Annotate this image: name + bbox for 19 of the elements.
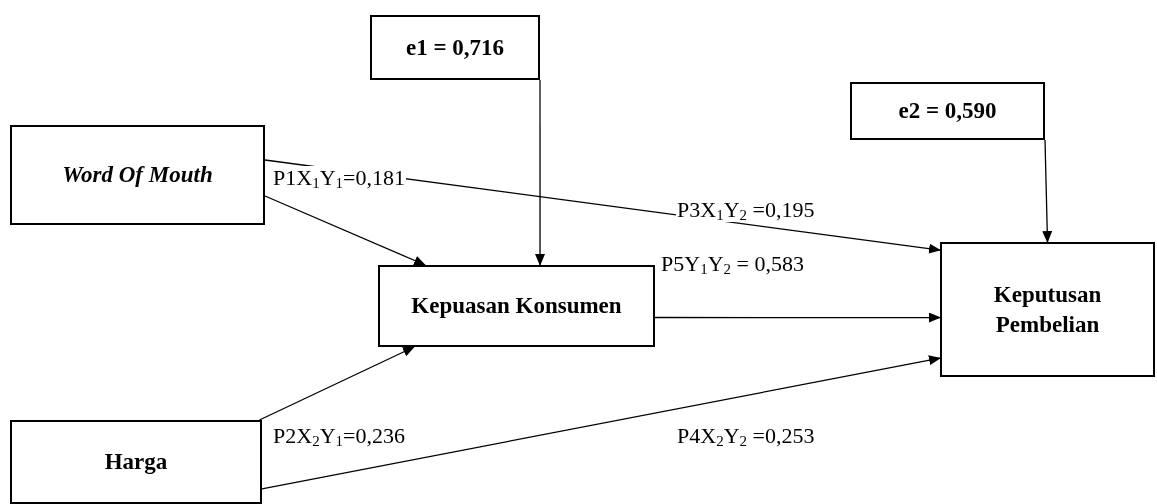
value-box — [370, 15, 540, 80]
variable-box — [10, 420, 262, 504]
node-label: Kepuasan Konsumen — [411, 292, 622, 321]
node-label: e2 = 0,590 — [898, 97, 997, 126]
variable-box — [940, 242, 1155, 377]
value-box — [850, 82, 1045, 140]
arrow — [264, 195, 426, 266]
arrow — [261, 355, 941, 490]
node-label: Word Of Mouth — [62, 161, 213, 190]
node-label: e1 = 0,716 — [405, 33, 505, 62]
variable-box — [378, 265, 655, 347]
arrow — [535, 79, 546, 266]
arrow — [1042, 139, 1053, 243]
arrow — [654, 312, 941, 323]
arrow — [258, 346, 415, 421]
edge-label: P1X$_{1}$Y$_{1}$=0,181 — [272, 166, 406, 191]
variable-box — [10, 125, 265, 225]
node-label: Harga — [104, 448, 168, 477]
node-label: Keputusan Pembelian — [992, 280, 1103, 339]
